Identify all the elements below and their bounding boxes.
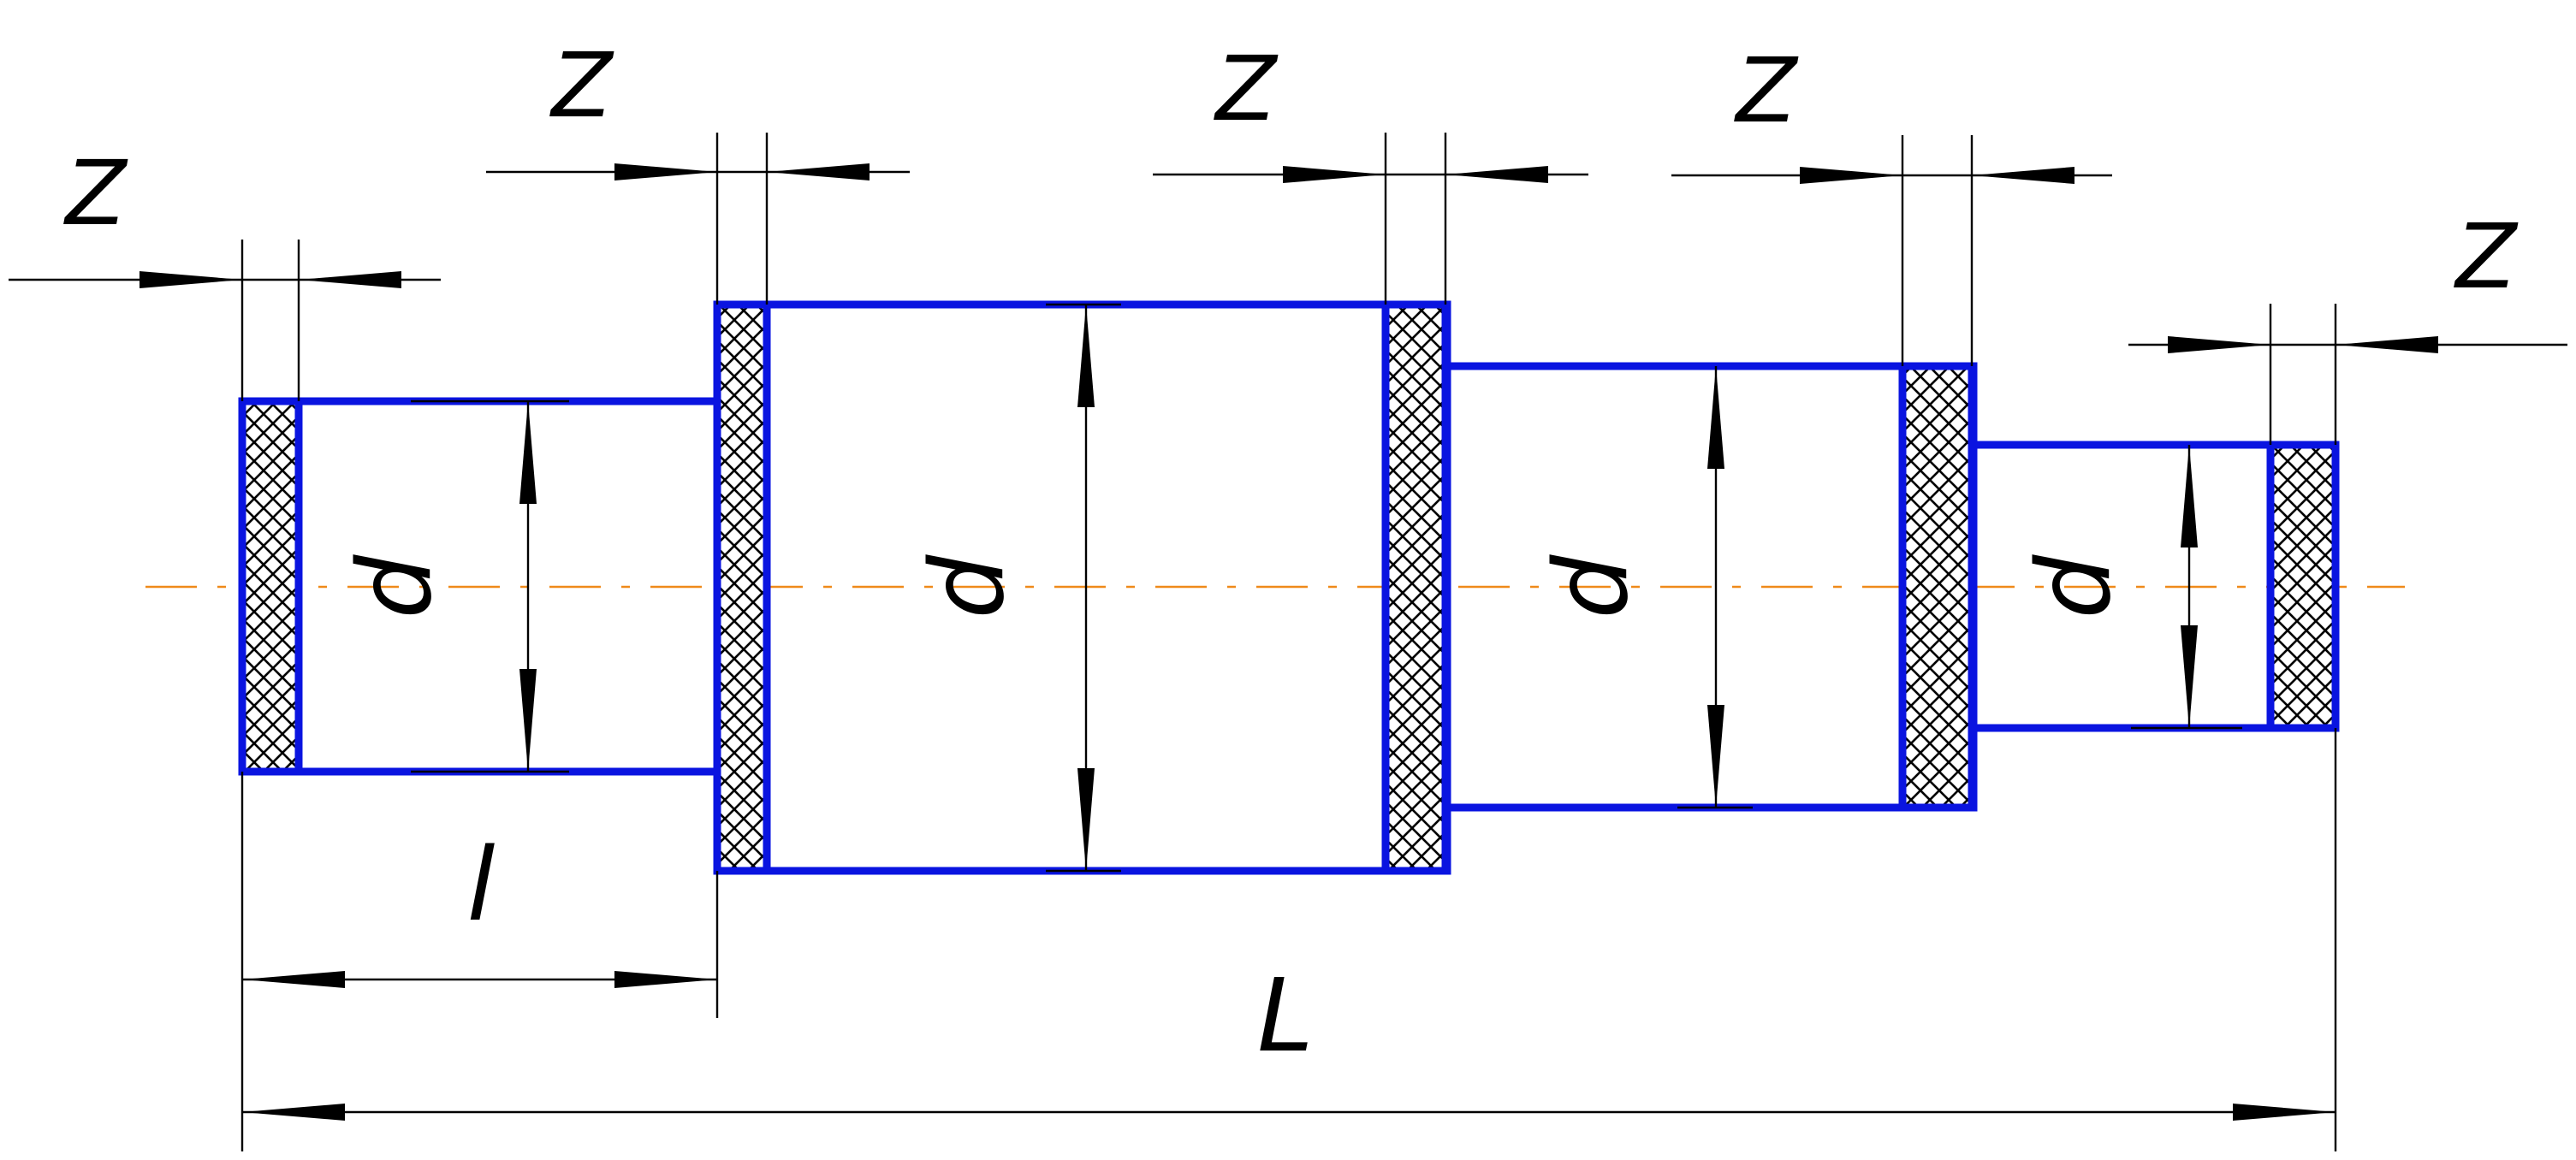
allowance-layers [238,300,2340,875]
allowance-hatch-1 [238,397,303,776]
diameter-dimensions [411,303,2242,873]
length-dimensions: l L [240,728,2337,1151]
allowance-label-4: Z [1733,38,1799,143]
diameter-arrow-1-top [519,401,537,504]
allowance-arrow-1-right [299,271,401,288]
total-length-arrow-right [2233,1104,2336,1121]
diameter-label-1: d [335,553,454,618]
allowance-label-3: Z [1213,37,1279,141]
allowance-arrow-1-left [139,271,242,288]
step-length-arrow-left [242,971,345,988]
allowance-arrow-4-left [1800,167,1902,184]
total-length-arrow-left [242,1104,345,1121]
allowance-label-5: Z [2453,204,2519,309]
diameter-labels: d d d d [335,553,2133,618]
total-length-label: L [1257,956,1314,1074]
diameter-arrow-3-bottom [1707,705,1724,808]
allowance-arrow-4-right [1972,167,2074,184]
diameter-arrow-4-top [2181,445,2198,547]
allowance-arrow-2-right [767,163,870,181]
allowance-hatch-2 [713,300,771,875]
diameter-arrow-3-top [1707,366,1724,469]
step-length-label: l [467,826,496,944]
diameter-label-4: d [2015,553,2133,618]
diameter-label-2: d [908,553,1026,618]
allowance-arrow-5-left [2168,336,2270,353]
diameter-arrow-2-top [1077,305,1095,407]
diameter-arrow-2-bottom [1077,768,1095,871]
allowance-hatch-4 [1898,362,1976,812]
diameter-arrow-4-bottom [2181,625,2198,728]
allowance-hatch-3 [1381,300,1450,875]
step-length-arrow-right [614,971,717,988]
allowance-label-2: Z [549,33,614,138]
allowance-arrow-3-right [1445,166,1548,183]
allowance-arrow-5-right [2336,336,2438,353]
diameter-label-3: d [1532,553,1650,618]
allowance-arrow-3-left [1283,166,1386,183]
allowance-hatch-5 [2266,441,2340,732]
allowance-label-1: Z [62,141,128,246]
diameter-arrow-1-bottom [519,669,537,772]
allowance-arrow-2-left [614,163,717,181]
allowance-dimensions: Z Z Z Z Z [9,33,2567,445]
